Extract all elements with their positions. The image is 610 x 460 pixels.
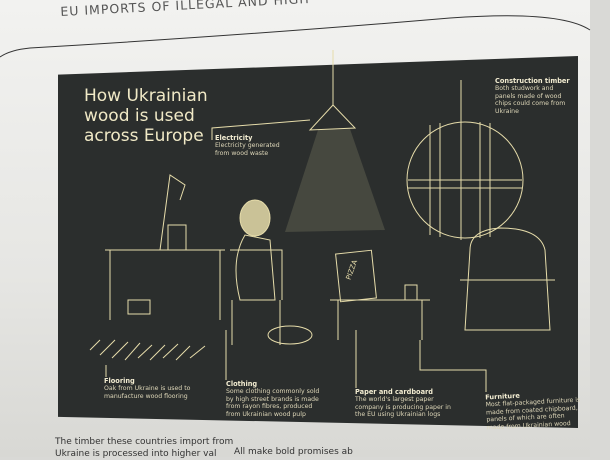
label-construction-timber: Construction timber Both studwork and pa… bbox=[495, 77, 570, 115]
body-text-col1: The timber these countries import from U… bbox=[55, 436, 233, 460]
laptop-icon bbox=[167, 224, 187, 251]
person bbox=[235, 234, 276, 301]
light-beam bbox=[285, 129, 385, 232]
label-heading: Clothing bbox=[226, 380, 258, 388]
label-paper-cardboard: Paper and cardboard The world's largest … bbox=[355, 388, 455, 419]
label-heading: Flooring bbox=[104, 377, 135, 385]
label-clothing: Clothing Some clothing commonly sold by … bbox=[226, 380, 326, 418]
timber-wall-icon bbox=[406, 121, 524, 239]
coffee-table bbox=[330, 299, 430, 340]
body-text-col2: All make bold promises ab bbox=[234, 447, 353, 457]
page-rule bbox=[0, 15, 591, 58]
desk-lamp-icon bbox=[159, 174, 186, 251]
infographic-panel bbox=[58, 56, 578, 428]
pizza-box-label: PIZZA bbox=[345, 259, 360, 281]
mug-icon bbox=[404, 284, 418, 301]
label-text: Both studwork and panels made of wood ch… bbox=[495, 85, 566, 115]
label-heading: Electricity bbox=[215, 134, 253, 142]
label-heading: Construction timber bbox=[495, 77, 570, 85]
label-text: Oak from Ukraine is used to manufacture … bbox=[104, 385, 191, 400]
armchair-icon bbox=[464, 227, 551, 331]
pizza-box-icon bbox=[335, 249, 377, 303]
body-line: The timber these countries import from bbox=[55, 437, 234, 447]
person-hair bbox=[239, 199, 271, 237]
body-line: Ukraine is processed into higher val bbox=[55, 449, 217, 459]
label-text: Most flat-packaged furniture is made fro… bbox=[485, 396, 581, 432]
power-socket-icon bbox=[127, 299, 151, 315]
label-electricity: Electricity Electricity generated from w… bbox=[215, 134, 295, 157]
dog-icon bbox=[267, 325, 313, 345]
label-furniture: Furniture Most flat-packaged furniture i… bbox=[485, 390, 582, 432]
infographic-title: How Ukrainian wood is used across Europe bbox=[84, 86, 208, 146]
label-text: The world's largest paper company is pro… bbox=[355, 396, 451, 419]
label-text: Electricity generated from wood waste bbox=[215, 142, 280, 157]
label-flooring: Flooring Oak from Ukraine is used to man… bbox=[104, 377, 194, 400]
chair bbox=[230, 249, 283, 345]
wood-flooring-pattern bbox=[89, 339, 206, 361]
pendant-lamp-icon bbox=[308, 104, 357, 131]
label-text: Some clothing commonly sold by high stre… bbox=[226, 388, 320, 418]
label-heading: Paper and cardboard bbox=[355, 388, 434, 396]
